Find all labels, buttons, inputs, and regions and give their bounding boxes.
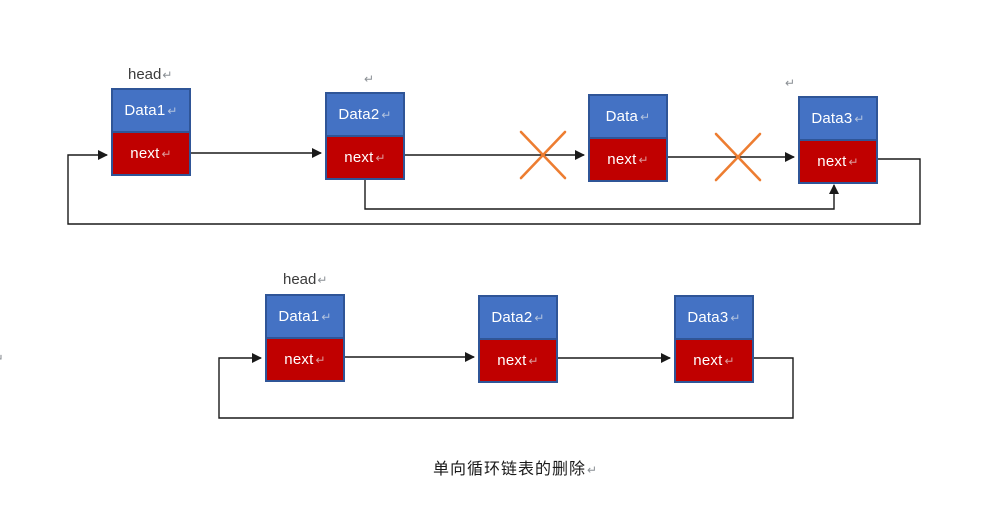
bottom-node-data2: Data2↵ next↵	[478, 295, 558, 383]
pilcrow-mark: ↵	[640, 109, 651, 124]
data-field: Data2↵	[480, 297, 556, 340]
pilcrow-mark: ↵	[375, 150, 386, 165]
arrow-top-circular-loop	[67, 150, 921, 225]
pilcrow-mark: ↵	[315, 352, 326, 367]
arrow-bottom-circular-loop	[218, 353, 794, 419]
bottom-node-data3: Data3↵ next↵	[674, 295, 754, 383]
data-field: Data3↵	[676, 297, 752, 340]
next-pointer-field: next↵	[590, 139, 666, 180]
data-field: Data1↵	[267, 296, 343, 339]
next-pointer-field: next↵	[113, 133, 189, 174]
next-pointer-field: next↵	[676, 340, 752, 381]
pilcrow-mark: ↵	[785, 76, 796, 90]
next-label: next	[817, 153, 847, 170]
next-label: next	[693, 352, 723, 369]
head-label-text: head	[283, 271, 317, 288]
delete-x-mark-right	[714, 132, 762, 182]
data-field: Data2↵	[327, 94, 403, 137]
head-label-bottom: head↵	[283, 271, 327, 288]
pilcrow-mark: ↵	[724, 353, 735, 368]
paragraph-mark-above-data2: ↵	[363, 70, 374, 87]
data-label: Data3	[687, 309, 729, 326]
pilcrow-mark: ↵	[854, 111, 865, 126]
paragraph-mark-above-data3: ↵	[784, 74, 795, 91]
data-label: Data1	[278, 308, 320, 325]
head-label-top: head↵	[128, 66, 172, 83]
next-label: next	[284, 351, 314, 368]
pilcrow-mark: ↵	[167, 103, 178, 118]
top-node-data2: Data2↵ next↵	[325, 92, 405, 180]
delete-x-mark-left	[519, 130, 567, 180]
data-label: Data	[605, 108, 639, 125]
next-pointer-field: next↵	[480, 340, 556, 381]
pilcrow-mark: ↵	[381, 107, 392, 122]
pilcrow-mark: ↵	[364, 72, 375, 86]
data-label: Data1	[124, 102, 166, 119]
pilcrow-mark: ↵	[848, 154, 859, 169]
bottom-node-data1: Data1↵ next↵	[265, 294, 345, 382]
next-pointer-field: next↵	[800, 141, 876, 182]
pilcrow-mark: ↵	[162, 68, 173, 82]
next-label: next	[607, 151, 637, 168]
data-label: Data3	[811, 110, 853, 127]
pilcrow-mark: ↵	[534, 310, 545, 325]
pilcrow-mark: ↵	[587, 463, 599, 477]
top-node-data1: Data1↵ next↵	[111, 88, 191, 176]
top-node-data3: Data3↵ next↵	[798, 96, 878, 184]
data-label: Data2	[338, 106, 380, 123]
data-field: Data1↵	[113, 90, 189, 133]
pilcrow-mark: ↵	[161, 146, 172, 161]
top-node-data-deleted: Data↵ next↵	[588, 94, 668, 182]
data-label: Data2	[491, 309, 533, 326]
pilcrow-mark: ↵	[730, 310, 741, 325]
pilcrow-mark: ↵	[528, 353, 539, 368]
arrow-top-bypass-data2-to-data3	[364, 177, 839, 210]
next-pointer-field: next↵	[327, 137, 403, 178]
clipped-pilcrow-mark: ↵	[0, 351, 4, 367]
data-field: Data↵	[590, 96, 666, 139]
diagram-caption: 单向循环链表的删除↵	[433, 455, 598, 479]
caption-text: 单向循环链表的删除	[433, 461, 587, 478]
next-label: next	[130, 145, 160, 162]
next-label: next	[344, 149, 374, 166]
pilcrow-mark: ↵	[321, 309, 332, 324]
next-pointer-field: next↵	[267, 339, 343, 380]
head-label-text: head	[128, 66, 162, 83]
next-label: next	[497, 352, 527, 369]
data-field: Data3↵	[800, 98, 876, 141]
pilcrow-mark: ↵	[317, 273, 328, 287]
pilcrow-mark: ↵	[638, 152, 649, 167]
